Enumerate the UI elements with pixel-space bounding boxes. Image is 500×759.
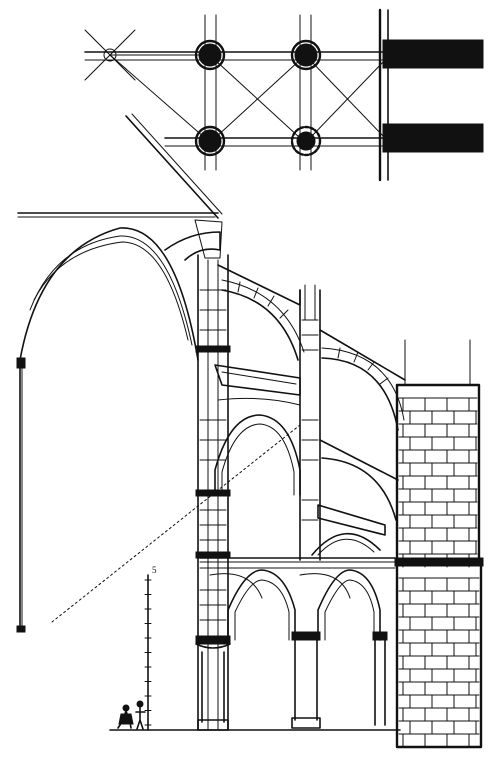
lower-aisle-arch-2-inner [324, 579, 375, 641]
wall-head [194, 219, 223, 259]
flyer-right-voussoirs [337, 347, 389, 385]
lower-vault-rib-1 [209, 573, 263, 599]
nave-vault-inner [29, 235, 193, 346]
flyer-right-arc [321, 357, 399, 431]
nave-vault-outer [19, 227, 199, 631]
flyer-upper-arc-2 [221, 279, 305, 353]
gallery-arch [311, 532, 381, 556]
roof-rafter [125, 115, 219, 219]
plan-rib-2 [214, 59, 301, 139]
strut-beam [214, 364, 301, 396]
floor-plan [84, 8, 484, 182]
plan-pier-2-ring [290, 39, 322, 71]
plan-rib-4 [309, 59, 386, 139]
strut-beam-line [221, 371, 297, 385]
central-capital-4 [195, 635, 231, 645]
scale-ticks [144, 579, 152, 726]
central-capital-1 [195, 345, 231, 353]
nave-base [16, 625, 26, 633]
flyer-lower-top [319, 439, 399, 481]
lower-vault-rib-2 [299, 573, 351, 599]
buttress-brickwork [398, 397, 480, 748]
scale-label: 5 [152, 565, 157, 575]
flyer-right-top [319, 329, 406, 381]
gallery-arch-2 [317, 538, 375, 556]
figure-person-1 [117, 704, 134, 729]
vault-springer [164, 231, 221, 261]
central-capital-2 [195, 489, 231, 497]
lower-aisle-arch-1-inner [234, 579, 290, 641]
plan-pier-4 [296, 131, 316, 151]
flyer-upper-voussoirs [237, 281, 289, 319]
figure-person-2 [135, 700, 146, 730]
plan-star-3 [109, 54, 206, 139]
upper-aisle-arch-inner [221, 423, 295, 496]
flyer-lower-arc [321, 457, 397, 521]
lower-mid-capital [291, 631, 321, 641]
plan-pier-3 [198, 129, 222, 153]
mid-pier-courses [301, 319, 319, 521]
scale-bar: 5 [144, 565, 157, 731]
plan-buttress-1 [382, 39, 484, 69]
plan-pier-4-ring [290, 125, 322, 157]
lower-aisle-arch-2 [317, 569, 381, 641]
lower-right-capital [372, 631, 388, 641]
plan-pier-1-ring [194, 39, 226, 71]
flyer-upper-top [217, 264, 301, 306]
central-capital-4-bell [195, 643, 231, 649]
cross-section [16, 113, 484, 749]
upper-aisle-arch-outer [214, 414, 301, 496]
lower-aisle-arch-1 [227, 569, 296, 641]
gallery-roof [317, 504, 386, 536]
plan-pier-2 [294, 43, 318, 67]
flyer-upper-arc [221, 289, 299, 361]
buttress-ledge [394, 557, 484, 567]
flyer-right-arc-2 [321, 347, 405, 421]
roof-rafter-2 [131, 113, 223, 215]
lower-mid-base [291, 717, 321, 729]
nave-capital [16, 357, 26, 369]
central-pier-courses [199, 289, 227, 621]
plan-pier-3-ring [194, 125, 226, 157]
central-capital-3 [195, 551, 231, 559]
plan-pier-1 [198, 43, 222, 67]
human-figures [117, 700, 146, 730]
upper-aisle-vault-line [217, 397, 301, 406]
plan-buttress-2 [382, 123, 484, 153]
sight-line [51, 424, 301, 623]
nave-vault-inner-2 [33, 241, 189, 341]
